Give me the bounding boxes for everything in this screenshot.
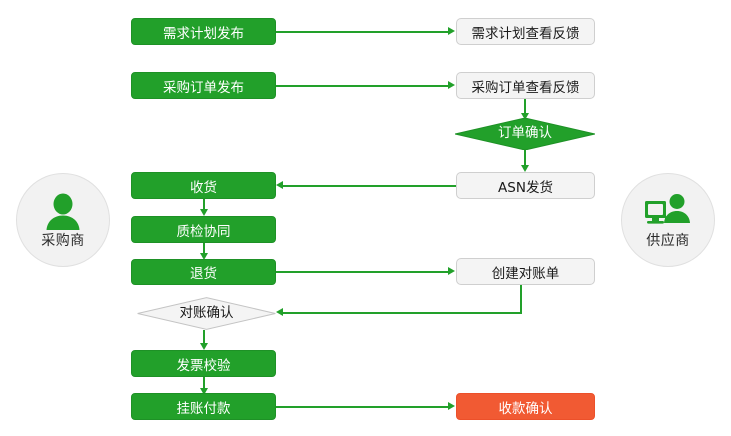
edge-invoice-to-payment [203,377,205,389]
node-label: 采购订单发布 [163,79,244,96]
edge-po-publish [276,85,448,87]
edge-po-publish-arrow [448,81,455,89]
actor-supplier[interactable]: 供应商 [621,173,715,267]
edge-receipt-to-quality-arrow [199,209,208,216]
edge-quality-to-return [203,243,205,254]
edge-demand-plan [276,31,448,33]
node-asn-shipment[interactable]: ASN发货 [456,172,595,199]
node-label: 挂账付款 [176,400,231,417]
node-po-feedback[interactable]: 采购订单查看反馈 [456,72,595,99]
node-label: 退货 [190,266,217,282]
node-label: ASN发货 [498,179,553,196]
actor-buyer-label: 采购商 [41,232,85,249]
node-create-statement[interactable]: 创建对账单 [456,258,595,285]
edge-po-to-confirm-arrow [520,113,529,120]
edge-asn-to-receipt-arrow [276,181,283,189]
edge-confirm-to-asn-arrow [520,165,529,172]
node-quality-collab[interactable]: 质检协同 [131,216,276,243]
edge-receipt-to-quality [203,199,205,210]
node-demand-plan-feedback[interactable]: 需求计划查看反馈 [456,18,595,45]
edge-demand-plan-arrow [448,27,455,35]
edge-po-to-confirm [524,99,526,114]
node-receipt-confirm[interactable]: 收款确认 [456,393,595,420]
node-label: 需求计划查看反馈 [471,25,580,42]
edge-invoice-to-payment-arrow [199,388,208,395]
node-label: 质检协同 [176,223,231,240]
edge-return-to-statement-arrow [448,267,455,275]
person-at-computer-icon [643,193,693,233]
edge-payment-to-receipt [276,406,448,408]
node-label: 需求计划发布 [163,25,244,42]
edge-statement-drop [520,285,522,313]
actor-supplier-label: 供应商 [646,232,690,249]
node-label: 采购订单查看反馈 [471,79,580,96]
node-goods-receipt[interactable]: 收货 [131,172,276,199]
node-label: 收款确认 [498,400,553,417]
node-statement-confirm[interactable]: 对账确认 [137,297,276,330]
edge-return-to-statement [276,271,448,273]
node-po-publish[interactable]: 采购订单发布 [131,72,276,99]
person-icon [41,193,85,233]
node-return-goods[interactable]: 退货 [131,259,276,285]
diamond-shape [137,297,276,330]
node-payment-posting[interactable]: 挂账付款 [131,393,276,420]
diamond-shape [455,118,595,150]
node-label: 收货 [190,179,217,196]
edge-confirm-to-asn [524,150,526,166]
edge-statement-to-confirm [283,312,522,314]
edge-quality-to-return-arrow [199,253,208,260]
node-label: 对账确认 [179,304,234,321]
node-label: 创建对账单 [491,265,560,282]
edge-statement-to-confirm-arrow [276,308,283,316]
edge-confirm-to-invoice [203,330,205,344]
node-label: 订单确认 [498,125,552,142]
edge-confirm-to-invoice-arrow [199,343,208,350]
node-order-confirm[interactable]: 订单确认 [455,118,595,150]
node-demand-plan-publish[interactable]: 需求计划发布 [131,18,276,45]
node-label: 发票校验 [176,357,231,374]
edge-payment-to-receipt-arrow [448,402,455,410]
actor-buyer[interactable]: 采购商 [16,173,110,267]
node-invoice-verify[interactable]: 发票校验 [131,350,276,377]
edge-asn-to-receipt [283,185,456,187]
